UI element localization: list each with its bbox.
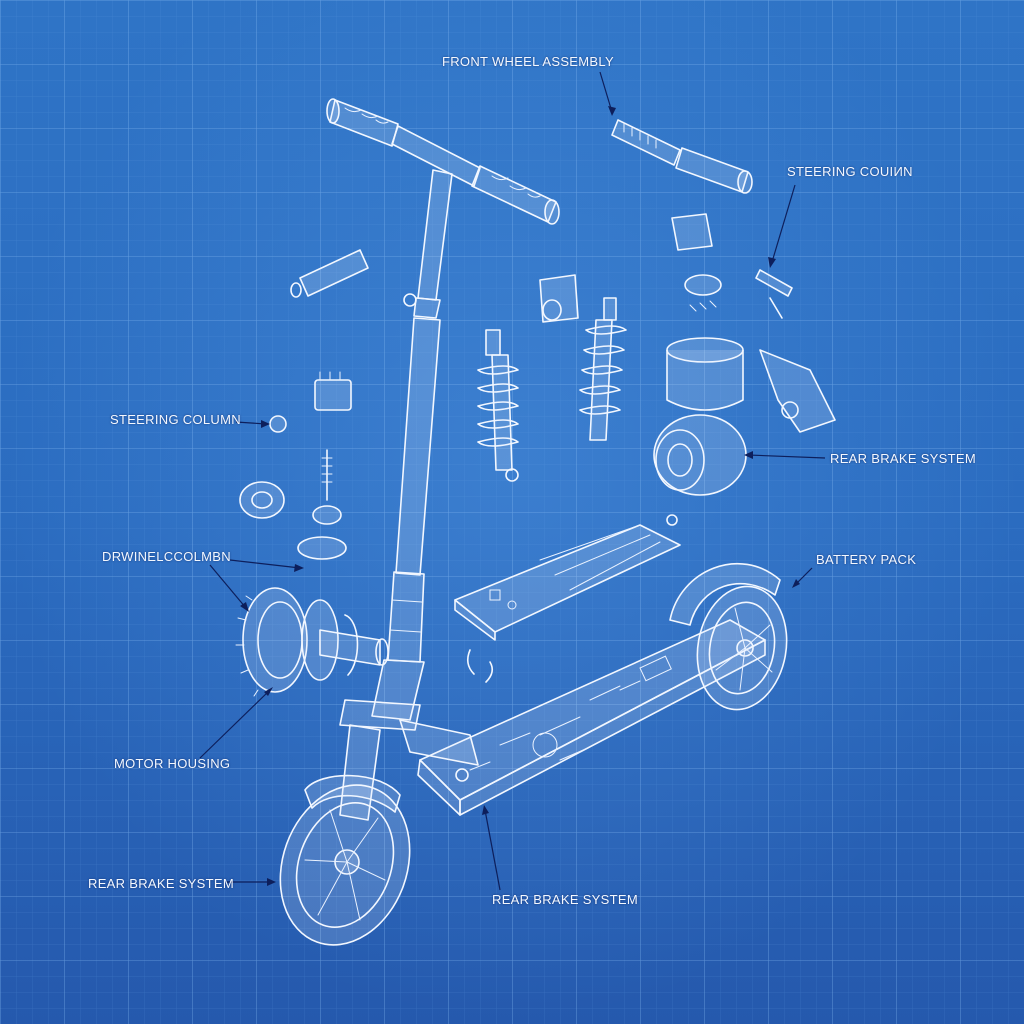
brake-clips (466, 649, 494, 683)
label-battery-pack: BATTERY PACK (816, 552, 917, 567)
label-drivewheel-column: DRWINELCCOLMBN (102, 549, 231, 564)
front-wheel (279, 724, 411, 946)
motor-assembly (235, 587, 389, 697)
axle-parts (611, 119, 793, 319)
label-rear-brake-system-right: REAR BRAKE SYSTEM (830, 451, 976, 466)
deck (399, 619, 766, 816)
label-steering-column-left: STEERING COLUMN (110, 412, 241, 427)
spare-grip (290, 249, 369, 298)
rear-wheel (669, 563, 788, 711)
clamp-bracket (539, 274, 579, 323)
leader-lines (199, 71, 826, 891)
rear-hub-motor (653, 337, 836, 496)
label-front-wheel-assembly: FRONT WHEEL ASSEMBLY (442, 54, 614, 69)
shock-absorbers (477, 297, 627, 482)
label-rear-brake-system-bottom: REAR BRAKE SYSTEM (492, 892, 638, 907)
battery-pack-part (454, 514, 681, 641)
label-motor-housing: MOTOR HOUSING (114, 756, 231, 771)
hardware-stack (239, 371, 352, 560)
handlebar (326, 98, 560, 225)
label-steering-column-top: STEERING COUIИN (787, 164, 913, 179)
label-rear-brake-system-left: REAR BRAKE SYSTEM (88, 876, 234, 891)
